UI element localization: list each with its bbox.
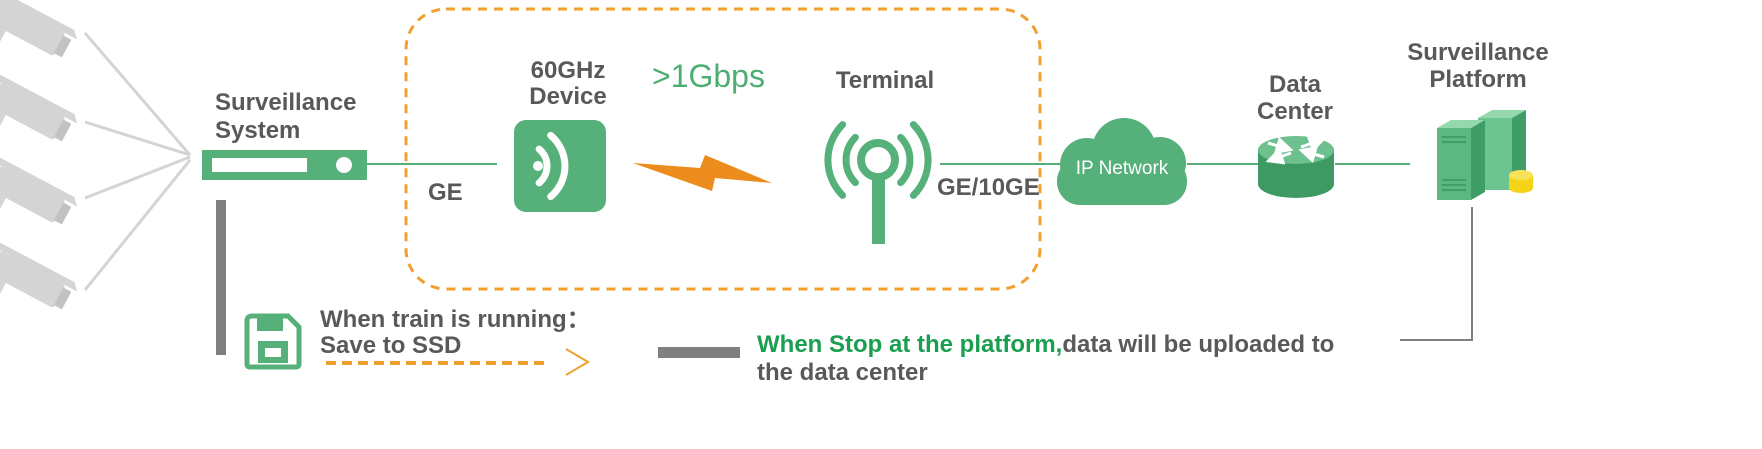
camera-group bbox=[0, 0, 81, 333]
wireless-link-box bbox=[404, 7, 1042, 291]
cctv-camera-icon bbox=[0, 70, 81, 165]
data-center-label-line2: Center bbox=[1257, 98, 1333, 125]
stop-note-line1: When Stop at the platform,data will be u… bbox=[757, 331, 1334, 358]
device-label-line1: 60GHz bbox=[531, 57, 606, 84]
video-recorder-icon bbox=[202, 150, 367, 180]
stop-note-highlight: When Stop at the platform, bbox=[757, 331, 1062, 358]
platform-label-line2: Platform bbox=[1429, 66, 1526, 93]
camera-link bbox=[84, 120, 191, 157]
stop-note-line2: the data center bbox=[757, 359, 928, 386]
stop-note-rest: data will be uploaded to bbox=[1062, 331, 1334, 358]
router-icon bbox=[1258, 135, 1334, 198]
platform-upload-line bbox=[1400, 207, 1473, 341]
cloud-icon bbox=[1057, 118, 1187, 205]
running-note-line2: Save to SSD bbox=[320, 332, 461, 359]
cctv-camera-icon bbox=[0, 153, 81, 248]
camera-links bbox=[83, 32, 192, 291]
surveillance-system-label-line2: System bbox=[215, 117, 300, 144]
throughput-label: >1Gbps bbox=[652, 58, 765, 94]
running-note-line1: When train is running： bbox=[320, 306, 591, 333]
save-icon bbox=[244, 313, 302, 370]
server-icon bbox=[1437, 110, 1533, 200]
camera-link bbox=[83, 159, 192, 291]
data-center-label-line1: Data bbox=[1269, 71, 1322, 98]
ge-10ge-label: GE/10GE bbox=[937, 174, 1040, 201]
upload-bar bbox=[658, 347, 740, 358]
platform-label-line1: Surveillance bbox=[1407, 39, 1548, 66]
camera-link bbox=[83, 32, 192, 156]
cctv-camera-icon bbox=[0, 238, 81, 333]
ip-network-label: IP Network bbox=[1076, 158, 1169, 179]
surveillance-system-label-line1: Surveillance bbox=[215, 89, 356, 116]
device-label-line2: Device bbox=[529, 83, 606, 110]
terminal-label: Terminal bbox=[836, 67, 934, 94]
camera-link bbox=[84, 155, 191, 200]
lightning-bolt-icon bbox=[633, 155, 772, 191]
storage-bar bbox=[216, 200, 226, 355]
cctv-camera-icon bbox=[0, 0, 81, 81]
wireless-signal-icon bbox=[514, 120, 606, 212]
chevron-right-icon bbox=[565, 348, 590, 376]
ge-label: GE bbox=[428, 179, 463, 206]
antenna-icon bbox=[824, 121, 932, 244]
